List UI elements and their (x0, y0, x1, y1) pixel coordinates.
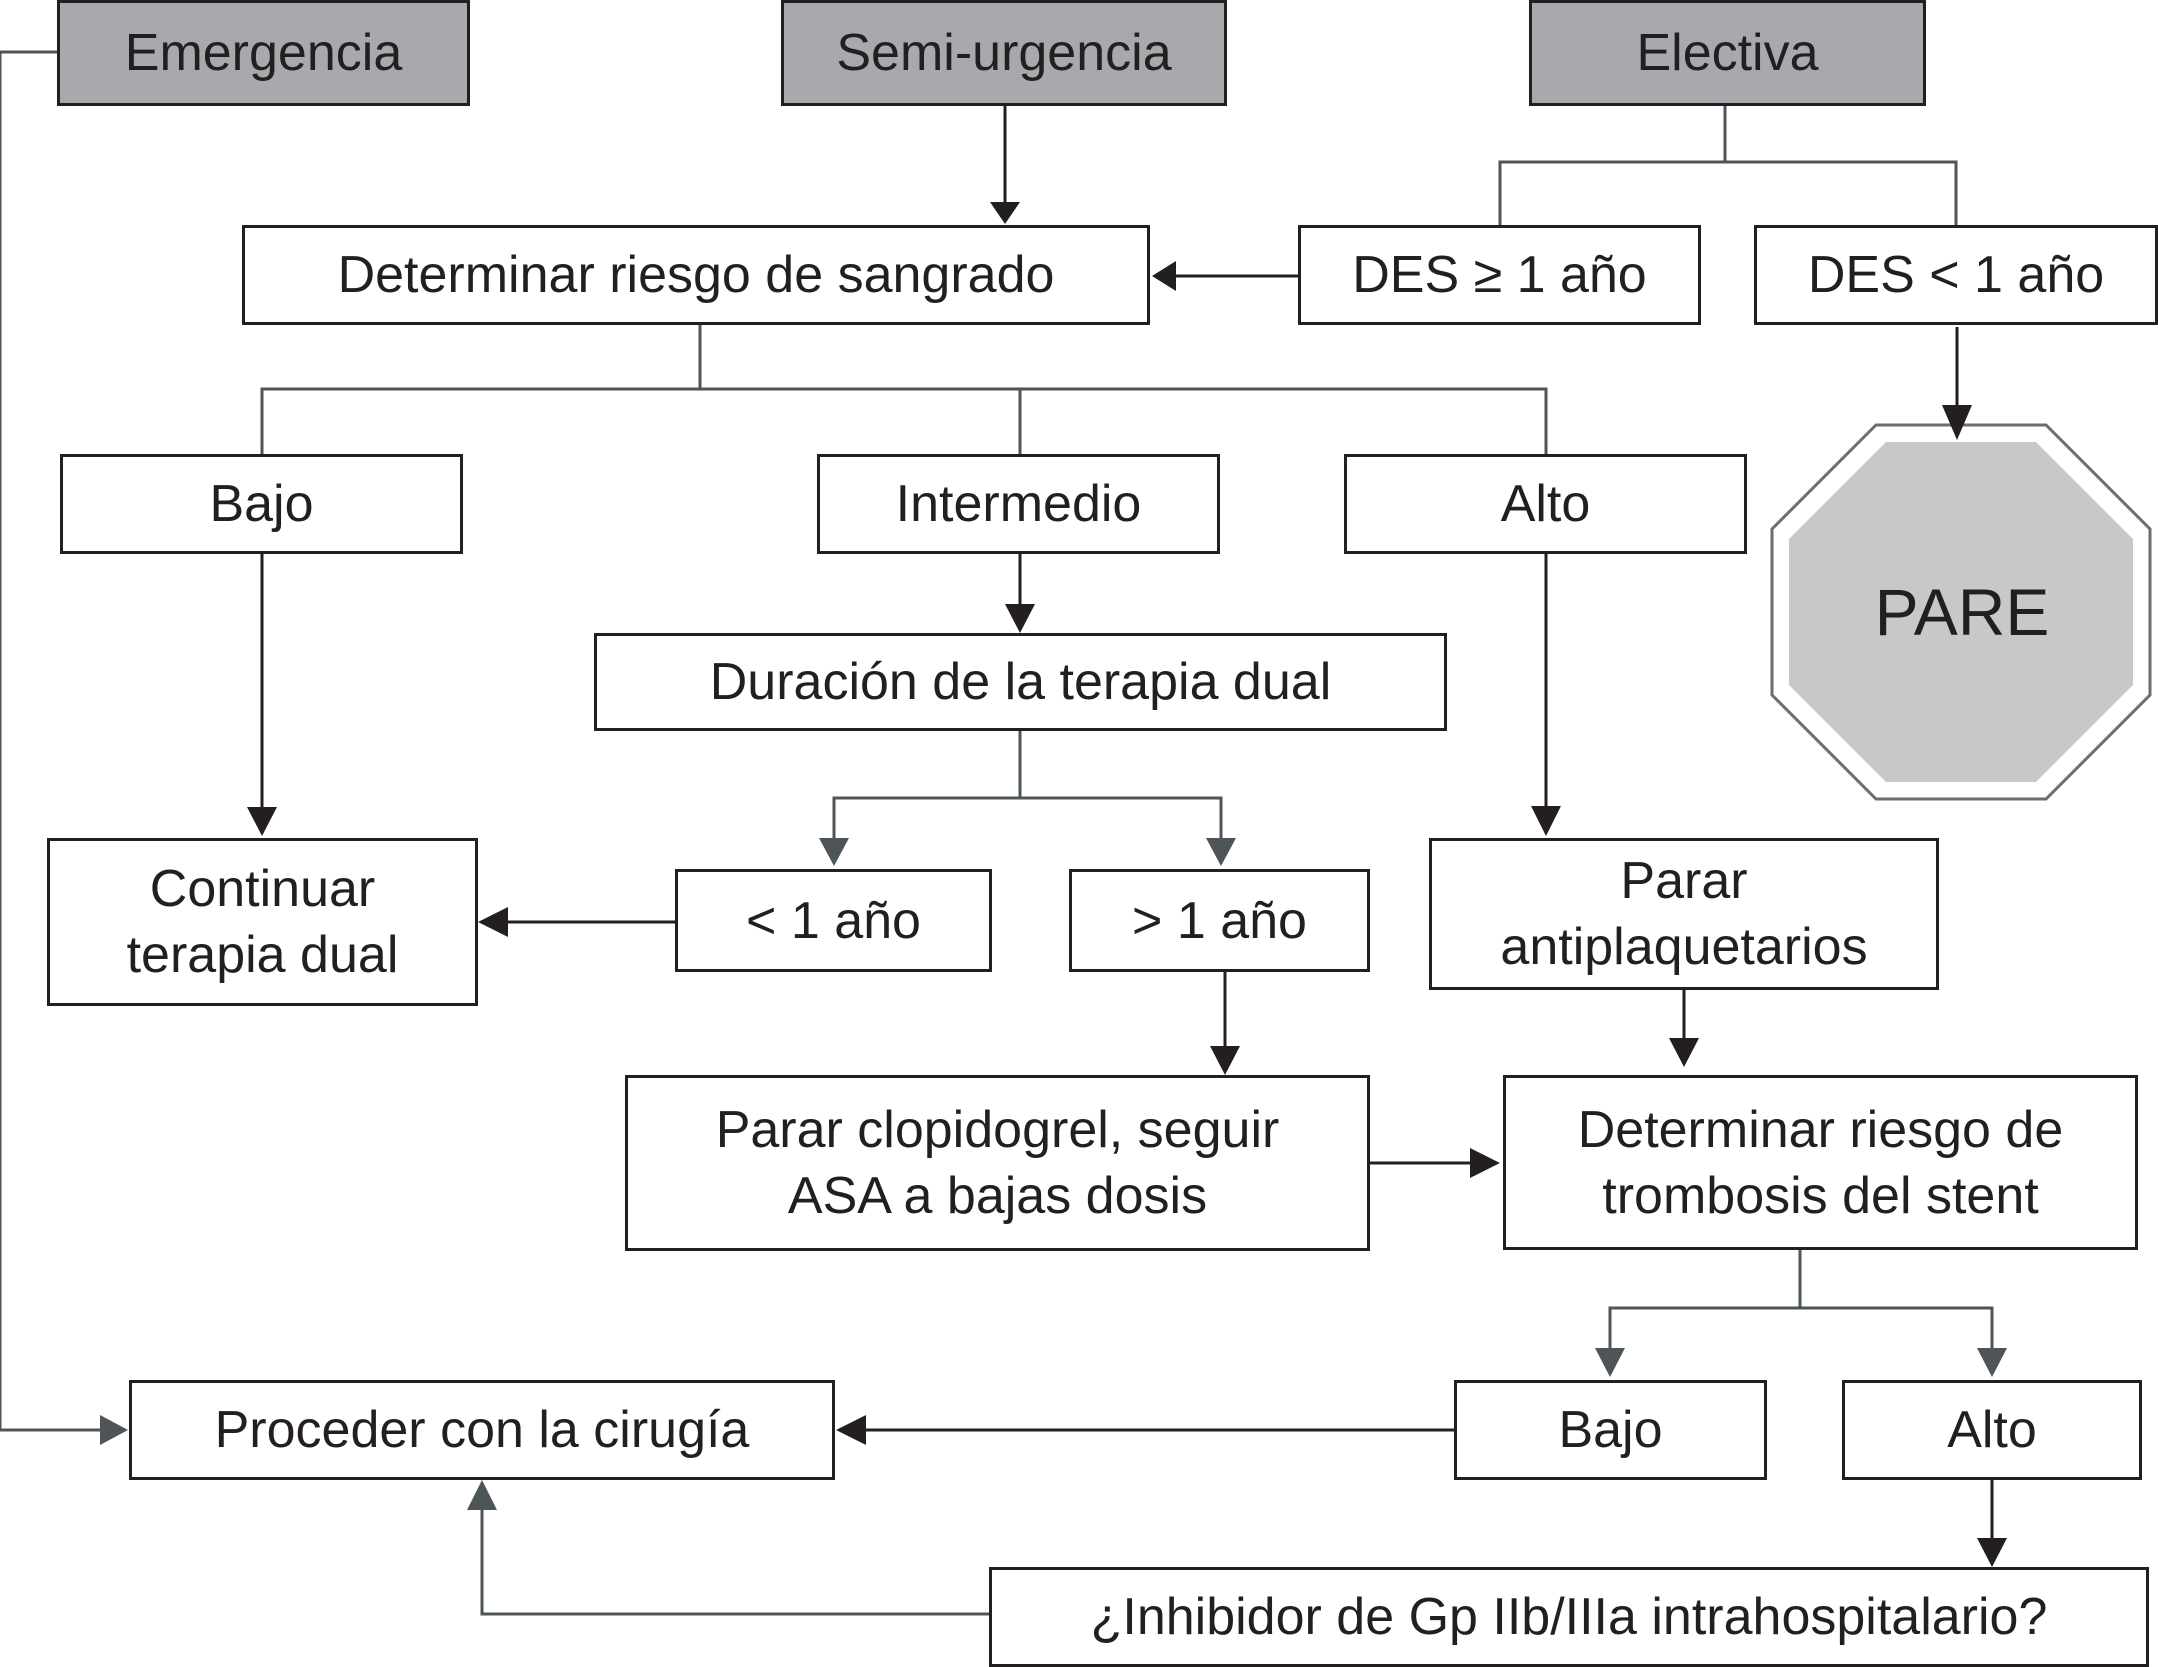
parar-antiplaquetarios-line-2: antiplaquetarios (1500, 918, 1868, 976)
arrowhead-des-to-sangrado (1152, 261, 1176, 291)
sangrado-intermedio-box: Intermedio (817, 454, 1220, 554)
arrowhead-emergencia-to-proceder (100, 1415, 128, 1445)
continuar-terapia-box: Continuar terapia dual (47, 838, 478, 1006)
connector-trombosis-branches (1608, 1306, 1994, 1350)
connector-inhibidor-to-proceder (480, 1507, 990, 1616)
duracion-terapia-box: Duración de la terapia dual (594, 633, 1447, 731)
continuar-terapia-line-2: terapia dual (126, 926, 399, 984)
sangrado-alto-box: Alto (1344, 454, 1747, 554)
semi-urgencia-label: Semi-urgencia (836, 24, 1172, 82)
trombosis-alto-box: Alto (1842, 1380, 2142, 1480)
arrowhead-mas1-to-clopidogrel (1210, 1046, 1240, 1075)
sangrado-alto-label: Alto (1500, 475, 1591, 533)
inhibidor-box: ¿Inhibidor de Gp IIb/IIIa intrahospitala… (989, 1567, 2149, 1667)
arrowhead-trombosis-alto-to-inhibidor (1977, 1538, 2007, 1567)
arrowhead-trombosis-to-alto (1977, 1348, 2007, 1377)
parar-antiplaquetarios-line-1: Parar (1620, 852, 1748, 910)
des-lt-1-box: DES < 1 año (1754, 225, 2158, 325)
continuar-terapia-line-1: Continuar (149, 860, 376, 918)
determinar-trombosis-line-2: trombosis del stent (1602, 1166, 2039, 1225)
parar-clopidogrel-box: Parar clopidogrel, seguir ASA a bajas do… (625, 1075, 1370, 1251)
emergencia-label: Emergencia (124, 24, 403, 82)
arrowhead-inhibidor-to-proceder (467, 1480, 497, 1510)
arrowhead-bajo-to-continuar (247, 807, 277, 836)
electiva-box: Electiva (1529, 0, 1926, 106)
connector-duracion-branches (832, 796, 1223, 840)
des-ge-1-label: DES ≥ 1 año (1352, 246, 1647, 304)
sangrado-bajo-label: Bajo (209, 475, 314, 533)
proceder-cirugia-box: Proceder con la cirugía (129, 1380, 835, 1480)
menos-1-ano-label: < 1 año (746, 891, 921, 950)
determinar-sangrado-label: Determinar riesgo de sangrado (337, 246, 1055, 304)
trombosis-bajo-box: Bajo (1454, 1380, 1767, 1480)
proceder-cirugia-label: Proceder con la cirugía (214, 1401, 750, 1459)
stop-sign-inner (1789, 442, 2133, 782)
des-ge-1-box: DES ≥ 1 año (1298, 225, 1701, 325)
arrowhead-trombosis-to-bajo (1595, 1348, 1625, 1377)
arrowhead-clopidogrel-to-trombosis (1470, 1148, 1500, 1178)
pare-label: PARE (1874, 575, 2050, 649)
determinar-sangrado-box: Determinar riesgo de sangrado (242, 225, 1150, 325)
electiva-label: Electiva (1636, 24, 1819, 82)
determinar-trombosis-line-1: Determinar riesgo de (1577, 1100, 2064, 1159)
determinar-trombosis-box: Determinar riesgo de trombosis del stent (1503, 1075, 2138, 1250)
sangrado-bajo-box: Bajo (60, 454, 463, 554)
menos-1-ano-box: < 1 año (675, 869, 992, 972)
parar-clopidogrel-line-2: ASA a bajas dosis (787, 1167, 1208, 1225)
des-lt-1-label: DES < 1 año (1807, 246, 2105, 304)
inhibidor-label: ¿Inhibidor de Gp IIb/IIIa intrahospitala… (1090, 1588, 2048, 1646)
parar-antiplaquetarios-box: Parar antiplaquetarios (1429, 838, 1939, 990)
mas-1-ano-label: > 1 año (1132, 891, 1307, 950)
arrowhead-semi-to-sangrado (990, 202, 1020, 224)
emergencia-box: Emergencia (57, 0, 470, 106)
arrowhead-alto-to-parar (1531, 806, 1561, 836)
parar-clopidogrel-line-1: Parar clopidogrel, seguir (715, 1101, 1280, 1159)
arrowhead-parar-to-trombosis (1669, 1038, 1699, 1067)
trombosis-bajo-label: Bajo (1558, 1401, 1663, 1459)
connector-electiva-branches (1498, 160, 1958, 225)
connector-sangrado-branches (260, 387, 1548, 456)
arrowhead-duracion-to-menos1 (819, 838, 849, 866)
connector-emergencia-to-proceder (0, 50, 100, 1432)
arrowhead-trombosis-bajo-to-proceder (836, 1415, 866, 1445)
arrowhead-des-to-pare (1942, 405, 1972, 440)
sangrado-intermedio-label: Intermedio (895, 475, 1142, 533)
arrowhead-menos1-to-continuar (478, 907, 508, 937)
semi-urgencia-box: Semi-urgencia (781, 0, 1227, 106)
mas-1-ano-box: > 1 año (1069, 869, 1370, 972)
arrowhead-duracion-to-mas1 (1206, 838, 1236, 866)
trombosis-alto-label: Alto (1947, 1401, 2037, 1459)
duracion-terapia-label: Duración de la terapia dual (709, 653, 1332, 711)
arrowhead-intermedio-to-duracion (1005, 604, 1035, 633)
